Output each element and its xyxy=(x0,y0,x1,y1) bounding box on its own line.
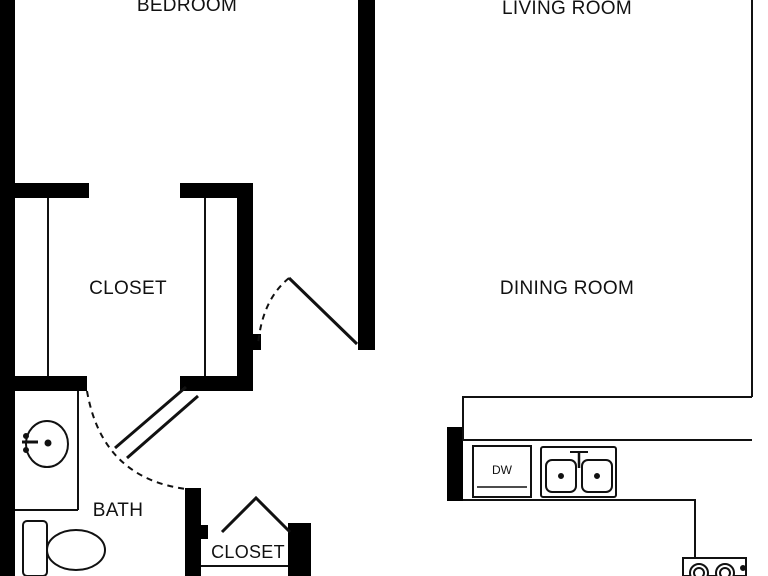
wall-closet-top-right xyxy=(180,183,253,198)
dining-room-label: DINING ROOM xyxy=(500,278,634,299)
bedroom-label: BEDROOM xyxy=(137,0,237,16)
walls xyxy=(0,0,463,576)
wall-left-exterior xyxy=(0,0,15,576)
dishwasher-icon xyxy=(472,445,532,498)
door-jamb-bath xyxy=(199,525,208,539)
thin-lines xyxy=(15,0,753,576)
kitchen-fixtures xyxy=(472,445,747,576)
wall-bath-right xyxy=(185,488,201,576)
door-jamb-bedroom xyxy=(251,334,261,350)
bedroom-door-swing xyxy=(257,277,290,346)
wall-kitchen-end xyxy=(447,427,463,501)
wall-small-closet-right xyxy=(288,523,311,576)
wall-closet-bottom-right xyxy=(180,376,253,391)
small-closet-door xyxy=(220,495,292,534)
closet-door-leaf-1 xyxy=(114,385,187,450)
closet-door-leaf-2 xyxy=(126,394,199,460)
closet-label: CLOSET xyxy=(89,278,167,299)
living-room-label: LIVING ROOM xyxy=(502,0,632,19)
wall-bedroom-living-partition xyxy=(358,0,375,350)
dishwasher-label: DW xyxy=(492,463,513,477)
small-closet-label: CLOSET xyxy=(211,542,285,562)
wall-closet-right xyxy=(237,183,253,391)
bath-door-swing xyxy=(86,390,187,490)
toilet-bowl-icon xyxy=(46,529,106,571)
toilet-tank-icon xyxy=(22,520,48,576)
bath-fixtures xyxy=(22,420,106,576)
wall-closet-top-left xyxy=(15,183,89,198)
doors xyxy=(86,276,359,534)
bedroom-door-leaf xyxy=(287,276,359,346)
wall-closet-bottom-left xyxy=(15,376,87,391)
bath-label: BATH xyxy=(93,500,143,521)
